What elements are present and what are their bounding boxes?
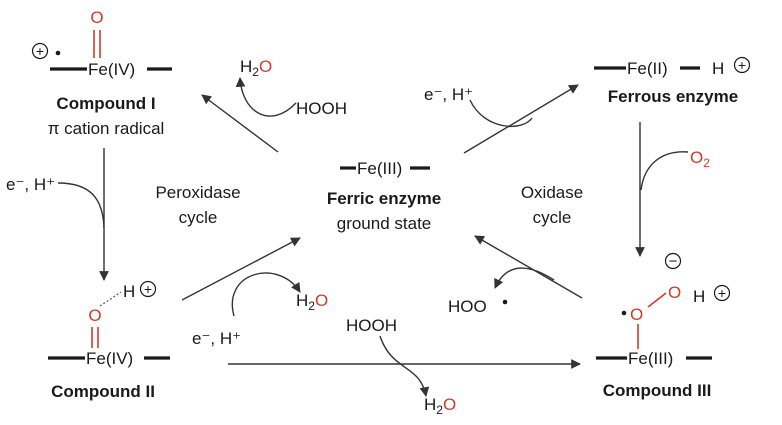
compound1-oxygen: O [90,8,103,27]
h2o-bottom-h: H [424,395,436,414]
reagent-hooh-bottom: HOOH [346,316,397,335]
h2o-mid-h: H [296,291,308,310]
h2o-top-o: O [259,57,272,76]
compound1-charge: + [36,43,44,59]
compound1-radical-dot-icon [55,50,61,56]
hoo-radical-dot-icon [502,299,508,305]
arrow-hooh-h2o-bottom [379,335,430,397]
compound3-oxygen-inner: O [630,305,643,324]
compound1-name: Compound I [56,94,155,113]
compound1-desc: π cation radical [48,119,165,138]
reagent-h2o-mid: H2O [296,291,328,313]
compound2-hydrogen: H [123,282,135,301]
compound2-charge: + [144,281,152,297]
h2o-mid-sub: 2 [308,299,315,313]
o2-o: O [690,148,703,167]
arrow-compound2-to-ferric [181,237,301,301]
arrow-compound3-to-ferric [474,235,583,299]
h2o-mid-o: O [315,291,328,310]
arrow-electron-h2o-bottom [231,272,301,317]
compound3-hydrogen-charge-circle-icon [713,284,731,302]
arrow-hoo-release [494,267,555,289]
reagent-h2o-top: H2O [240,57,272,79]
ferrous-iron-label: Fe(II) [627,59,668,78]
reagent-electron-left: e⁻, H⁺ [6,175,55,194]
arrow-electron-top-input [469,99,533,128]
h2o-top-sub: 2 [252,65,259,79]
h2o-top-h: H [240,57,252,76]
ferrous-hydrogen: H [712,59,724,78]
arrow-hooh-h2o-release-top [235,77,297,117]
compound3-hydrogen-charge: + [718,285,726,301]
reagent-h2o-bottom: H2O [424,395,456,417]
compound3-charge-circle-icon [664,252,682,270]
compound3-radical-dot-icon [621,310,627,316]
arrow-ferric-to-compound1 [201,94,279,153]
oxidase-cycle-label-line2: cycle [533,208,572,227]
compound3-hydrogen: H [693,287,705,306]
ferric-enzyme-name: Ferric enzyme [327,189,441,208]
compound3-oxygen-outer: O [668,283,681,302]
peroxidase-cycle-label-line2: cycle [179,208,218,227]
center-iron-label: Fe(III) [357,159,402,178]
h2o-bottom-o: O [443,395,456,414]
reagent-hoo: HOO [448,297,487,316]
compound2-iron-label: Fe(IV) [86,349,133,368]
o2-sub: 2 [703,156,710,170]
oxidase-cycle-label-line1: Oxidase [521,183,583,202]
reagent-hooh-top: HOOH [296,99,347,118]
reagent-electron-top: e⁻, H⁺ [424,85,473,104]
compound3-iron-label: Fe(III) [628,349,673,368]
compound2-oxygen: O [88,306,101,325]
ferrous-charge: + [738,57,746,73]
compound3-oo-bond [647,292,667,308]
compound3-name: Compound III [603,381,712,400]
reagent-o2: O2 [690,148,710,170]
compound2-hydrogen-bond [99,291,122,307]
compound1-iron-label: Fe(IV) [88,60,135,79]
peroxidase-cycle-label-line1: Peroxidase [155,183,240,202]
arrow-ferric-to-ferrous [463,84,579,154]
compound2-name: Compound II [51,382,155,401]
reagent-electron-bottom: e⁻, H⁺ [192,329,241,348]
ferrous-enzyme-name: Ferrous enzyme [608,87,738,106]
compound3-charge: − [669,253,678,270]
ferric-enzyme-state: ground state [337,214,432,233]
ferrous-charge-circle-icon [733,56,751,74]
arrow-electron-left-input [57,182,105,229]
arrow-o2-input [640,151,689,191]
compound2-charge-circle-icon [139,280,157,298]
compound1-charge-circle-icon [31,42,49,60]
h2o-bottom-sub: 2 [436,403,443,417]
